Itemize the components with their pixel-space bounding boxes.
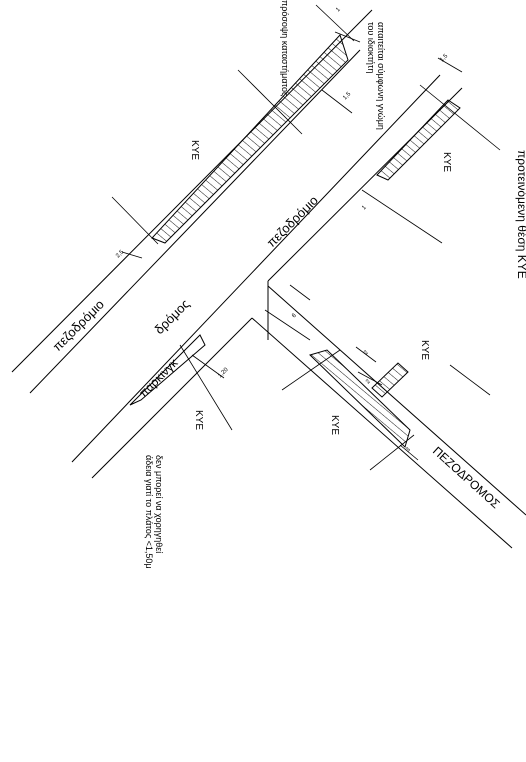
label-parking: παρκινγκ (136, 355, 181, 400)
pedestrian-street-lower-edge (251, 317, 513, 549)
pedestrian-street-upper-edge (267, 285, 526, 516)
dim-3: 1,5 (439, 53, 450, 64)
label-sidewalk-mid: πεζοδρόμιο (264, 193, 322, 251)
kiosk-area-left (151, 34, 349, 244)
note-top-line-1: απαιτείται σύμφωνη γνώμη (376, 22, 386, 130)
label-road: δρόμος (152, 296, 193, 337)
note-bottom-line-1: δεν μπορεί να χορηγηθεί (154, 455, 164, 553)
dim-1: 1 (335, 6, 342, 13)
label-side-heading: προτεινόμενη θέση ΚΥΕ (515, 150, 526, 279)
label-kye-mid-right: ΚΥΕ (419, 340, 430, 360)
note-top-line-3: πρόσοψη καταστήματος (280, 0, 290, 97)
kiosk-area-pedestrian (309, 349, 411, 448)
label-kye-top-right: ΚΥΕ (441, 152, 452, 172)
dim-4: 2,5 (115, 249, 126, 260)
note-top-line-2: του ιδιοκτήτη (366, 22, 376, 74)
dimension-lines (111, 4, 501, 471)
plan-labels: πεζοδρόμιο δρόμος πεζοδρόμιο παρκινγκ ΚΥ… (50, 0, 526, 569)
kiosk-area-right (376, 99, 461, 181)
road-right-edge (71, 74, 441, 463)
kiosk-areas (129, 34, 461, 448)
label-kye-mid: ΚΥΕ (329, 415, 340, 435)
dim-5: 1 (361, 204, 368, 211)
dim-6: 6 (291, 312, 298, 319)
dim-2: 1,5 (342, 91, 353, 102)
label-kye-top-left: ΚΥΕ (189, 140, 200, 160)
kiosk-area-corner (371, 362, 409, 398)
label-pedestrian-street: ΠΕΖΟΔΡΟΜΟΣ (430, 444, 503, 511)
right-sidewalk-lower-edge (91, 317, 253, 479)
dim-9: 2 (365, 378, 372, 385)
left-sidewalk-inner-edge (29, 49, 361, 394)
note-bottom-line-2: άδεια γιατί το πλάτος <1,50μ (144, 455, 154, 569)
parking-area (129, 334, 206, 406)
dim-10: 3 (405, 446, 412, 453)
dim-8: 2 (363, 349, 370, 356)
label-kye-bottom-left: ΚΥΕ (193, 410, 204, 430)
